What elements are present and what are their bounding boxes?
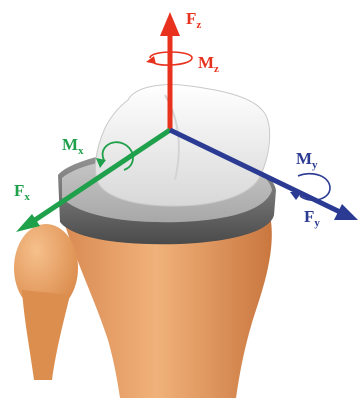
my-label: My [296,149,318,171]
mz-label: Mz [198,53,219,75]
fz-label: Fz [186,9,201,31]
fy-label: Fy [304,207,320,229]
fx-label: Fx [14,181,30,203]
fibula-shaft [22,290,70,380]
mx-label: Mx [62,135,84,157]
z-axis-arrowhead [160,12,180,36]
poly-insert [95,85,269,206]
